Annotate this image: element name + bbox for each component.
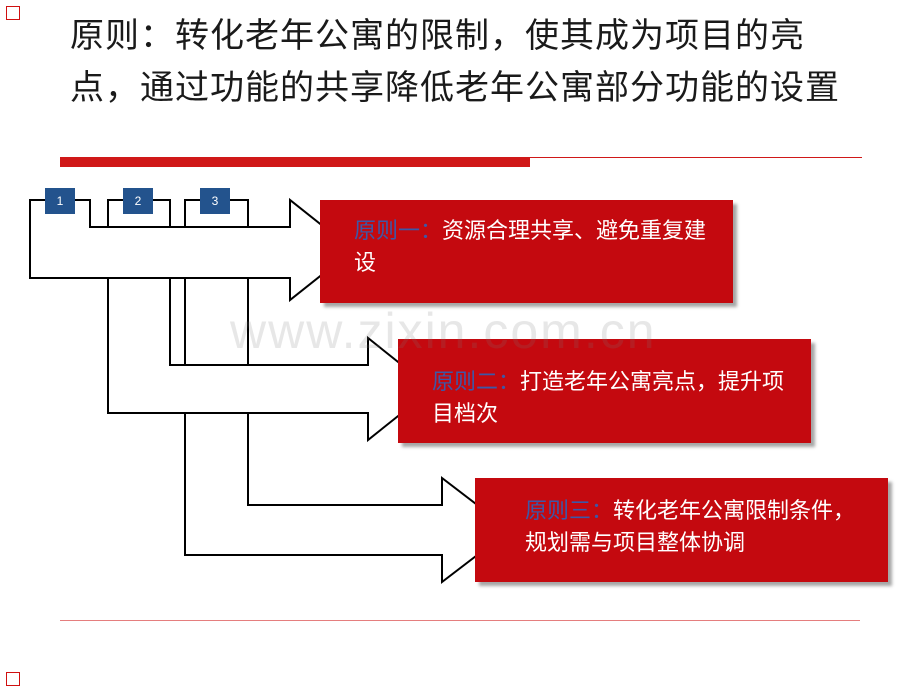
slide-title: 原则：转化老年公寓的限制，使其成为项目的亮点，通过功能的共享降低老年公寓部分功能… (70, 16, 840, 108)
step-tab-3: 3 (200, 188, 230, 214)
title-rule-thick (60, 157, 530, 167)
principle-label-3: 原则三： (525, 499, 614, 524)
step-tab-2: 2 (123, 188, 153, 214)
principle-box-3: 原则三：转化老年公寓限制条件，规划需与项目整体协调 (475, 478, 888, 582)
principle-text-1: 资源合理共享、避免重复建设 (354, 219, 707, 276)
principle-label-1: 原则一： (354, 219, 443, 244)
watermark: www.zixin.com.cn (230, 303, 657, 359)
principle-box-1: 原则一：资源合理共享、避免重复建设 (320, 200, 733, 303)
step-tab-1: 1 (45, 188, 75, 214)
title-rule-thin (530, 157, 862, 158)
principle-text-3: 转化老年公寓限制条件，规划需与项目整体协调 (525, 499, 856, 556)
bullet-square-icon (6, 672, 20, 686)
principle-label-2: 原则二： (432, 370, 521, 395)
principle-box-2: 原则二：打造老年公寓亮点，提升项目档次 (398, 339, 811, 443)
bullet-square-icon (6, 6, 20, 20)
principle-text-2: 打造老年公寓亮点，提升项目档次 (432, 370, 785, 427)
footer-rule (60, 620, 860, 621)
